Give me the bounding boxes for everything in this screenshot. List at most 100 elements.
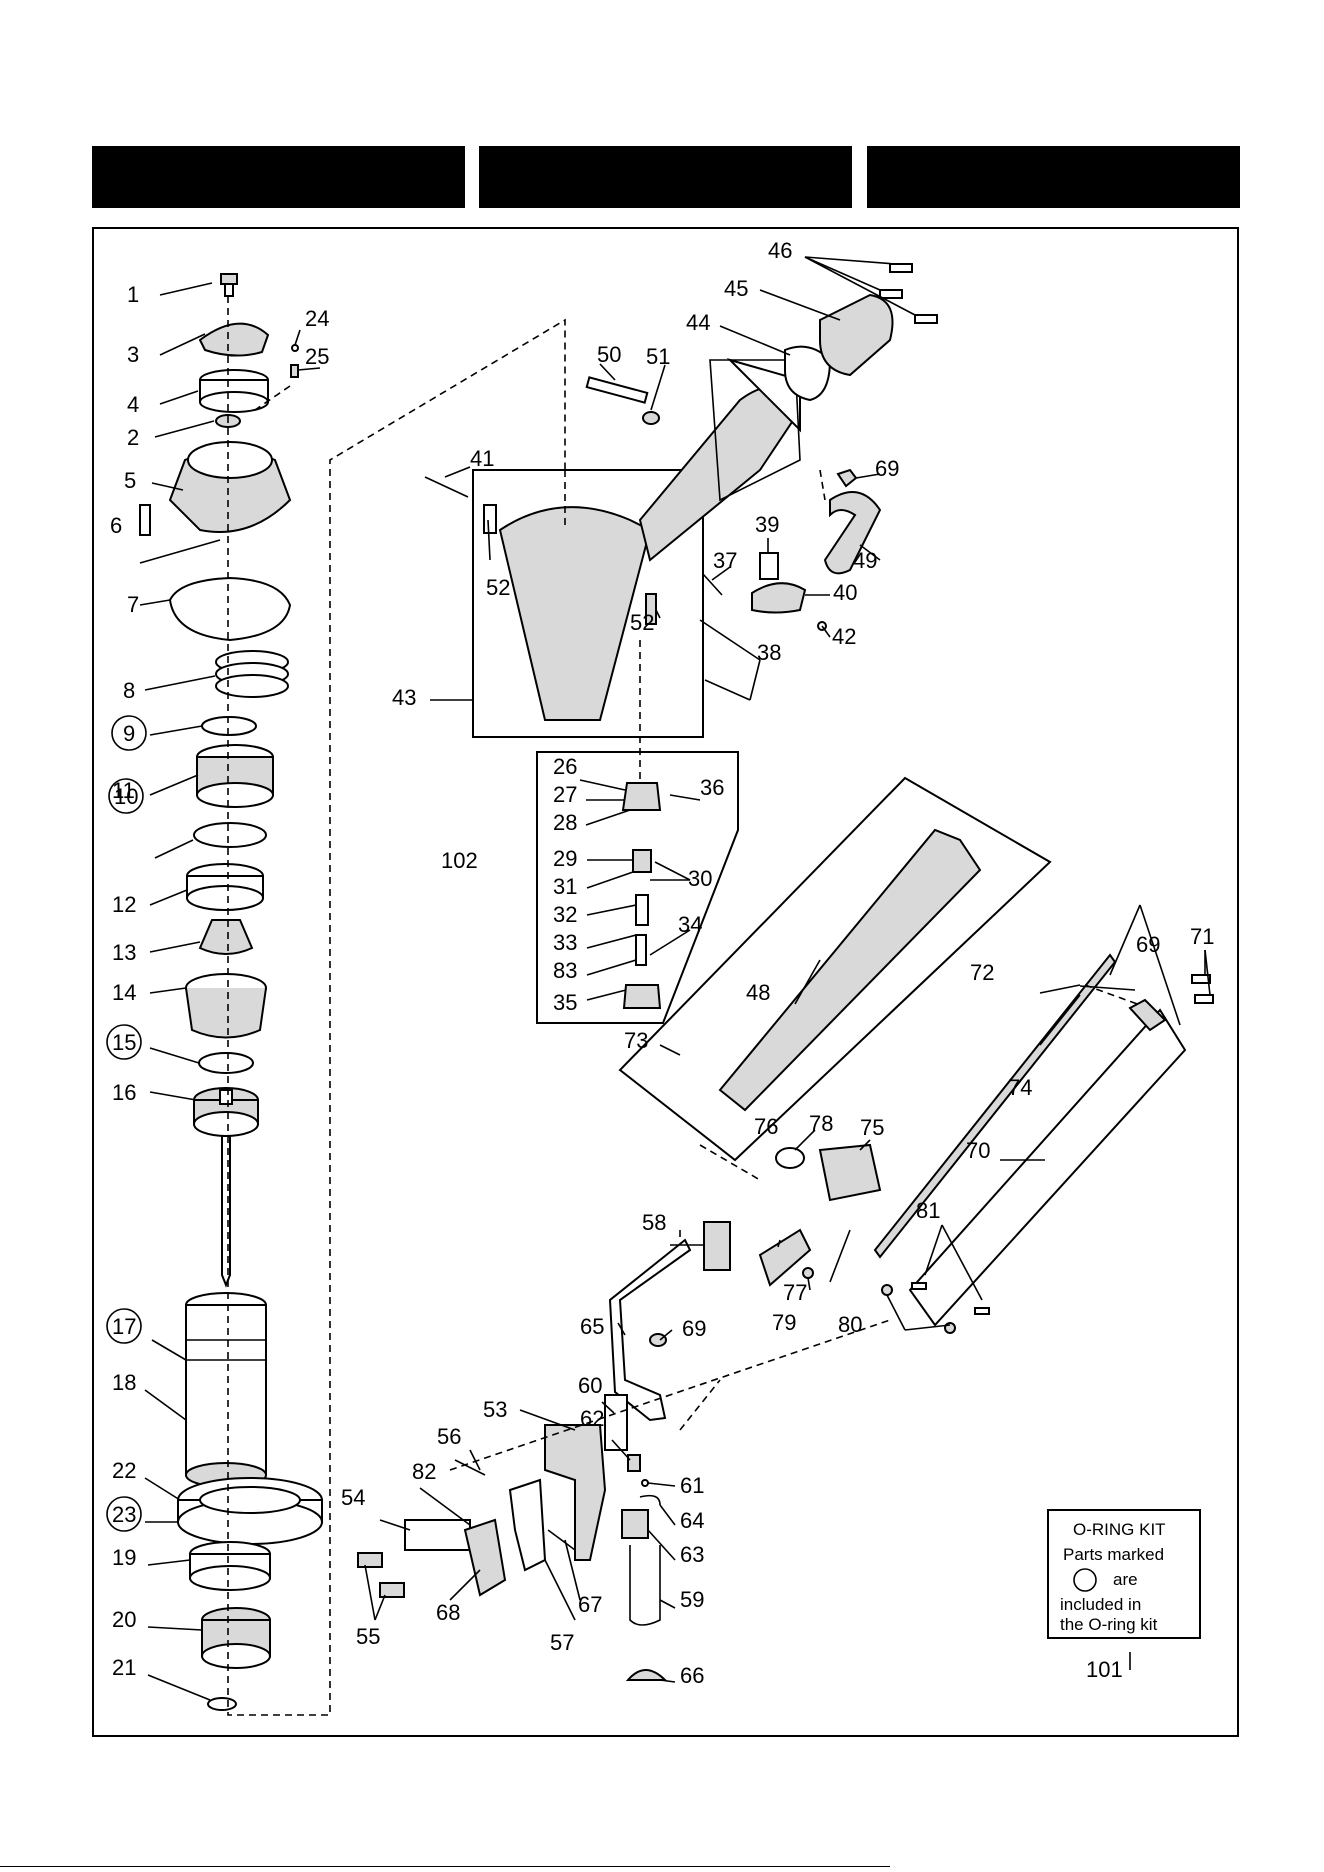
part-label: 78 <box>809 1111 833 1136</box>
part-label: 71 <box>1190 924 1214 949</box>
o-ring-marker <box>106 1024 142 1060</box>
part-label: 34 <box>678 912 702 937</box>
part-label: 1 <box>127 282 139 307</box>
part-label: 63 <box>680 1542 704 1567</box>
part-label: 45 <box>724 276 748 301</box>
part-label: 48 <box>746 980 770 1005</box>
part-label: 54 <box>341 1485 365 1510</box>
part-label: 10 <box>114 784 138 809</box>
left-column-parts <box>139 273 323 1711</box>
part-label: 14 <box>112 980 136 1005</box>
part-label: 69 <box>682 1316 706 1341</box>
part-label: 38 <box>757 640 781 665</box>
part-label: 12 <box>112 892 136 917</box>
part-label: 13 <box>112 940 136 965</box>
part-label: 4 <box>127 392 139 417</box>
part-label: 79 <box>772 1310 796 1335</box>
part-label: 20 <box>112 1607 136 1632</box>
part-label: 77 <box>783 1280 807 1305</box>
part-label: 101 <box>1086 1657 1123 1682</box>
part-label: 27 <box>553 782 577 807</box>
part-label: 35 <box>553 990 577 1015</box>
part-label: 51 <box>646 344 670 369</box>
magazine-parts <box>618 776 1214 1334</box>
part-label: 26 <box>553 754 577 779</box>
housing-parts <box>424 263 938 1024</box>
nose-parts <box>357 1221 731 1681</box>
part-label: 24 <box>305 306 329 331</box>
o-ring-marker <box>106 1308 142 1344</box>
diagram-frame <box>92 227 1239 1737</box>
part-label: 81 <box>916 1198 940 1223</box>
o-ring-marker <box>111 715 147 751</box>
legend-line2: are <box>1113 1570 1138 1589</box>
part-label: 75 <box>860 1115 884 1140</box>
part-label: 3 <box>127 342 139 367</box>
part-label: 50 <box>597 342 621 367</box>
legend-title: O-RING KIT <box>1073 1520 1166 1539</box>
legend-circle-symbol <box>1073 1568 1097 1592</box>
part-label: 83 <box>553 958 577 983</box>
part-number-labels: 1234567891011121314151617181920212223242… <box>106 238 1214 1688</box>
part-label: 17 <box>112 1314 136 1339</box>
part-label: 33 <box>553 930 577 955</box>
part-label: 23 <box>112 1502 136 1527</box>
part-label: 66 <box>680 1663 704 1688</box>
part-label: 28 <box>553 810 577 835</box>
part-label: 64 <box>680 1508 704 1533</box>
part-label: 56 <box>437 1424 461 1449</box>
header-bar-right <box>867 146 1240 208</box>
part-label: 69 <box>875 456 899 481</box>
part-label: 2 <box>127 425 139 450</box>
part-label: 40 <box>833 580 857 605</box>
part-label: 82 <box>412 1459 436 1484</box>
part-label: 80 <box>838 1312 862 1337</box>
part-label: 46 <box>768 238 792 263</box>
part-label: 32 <box>553 902 577 927</box>
part-label: 44 <box>686 310 710 335</box>
part-label: 7 <box>127 592 139 617</box>
part-label: 61 <box>680 1473 704 1498</box>
part-label: 62 <box>580 1406 604 1431</box>
part-label: 19 <box>112 1545 136 1570</box>
part-label: 49 <box>853 548 877 573</box>
part-label: 30 <box>688 866 712 891</box>
legend-line3: included in <box>1060 1595 1141 1614</box>
part-label: 31 <box>553 874 577 899</box>
part-label: 21 <box>112 1655 136 1680</box>
part-label: 43 <box>392 685 416 710</box>
part-label: 65 <box>580 1314 604 1339</box>
header-bar-left <box>92 146 465 208</box>
part-label: 52 <box>630 610 654 635</box>
part-label: 29 <box>553 846 577 871</box>
part-label: 73 <box>624 1028 648 1053</box>
legend-line1: Parts marked <box>1063 1545 1164 1564</box>
leader-lines <box>139 256 1211 1701</box>
part-label: 15 <box>112 1030 136 1055</box>
part-label: 52 <box>486 575 510 600</box>
part-label: 39 <box>755 512 779 537</box>
part-label: 68 <box>436 1600 460 1625</box>
part-label: 76 <box>754 1114 778 1139</box>
part-label: 57 <box>550 1630 574 1655</box>
footer-rule <box>0 1866 890 1867</box>
part-label: 102 <box>441 848 478 873</box>
part-label: 69 <box>1136 932 1160 957</box>
header-bar-center <box>479 146 852 208</box>
part-label: 8 <box>123 678 135 703</box>
part-label: 59 <box>680 1587 704 1612</box>
part-label: 72 <box>970 960 994 985</box>
part-label: 42 <box>832 624 856 649</box>
part-label: 55 <box>356 1624 380 1649</box>
part-label: 36 <box>700 775 724 800</box>
part-label: 5 <box>124 468 136 493</box>
part-label: 41 <box>470 446 494 471</box>
part-label: 18 <box>112 1370 136 1395</box>
o-ring-marker <box>108 778 144 814</box>
part-label: 11 <box>112 778 135 803</box>
part-label: 70 <box>966 1138 990 1163</box>
part-label: 53 <box>483 1397 507 1422</box>
part-label: 9 <box>123 721 135 746</box>
part-label: 58 <box>642 1210 666 1235</box>
legend-box <box>1047 1509 1201 1639</box>
